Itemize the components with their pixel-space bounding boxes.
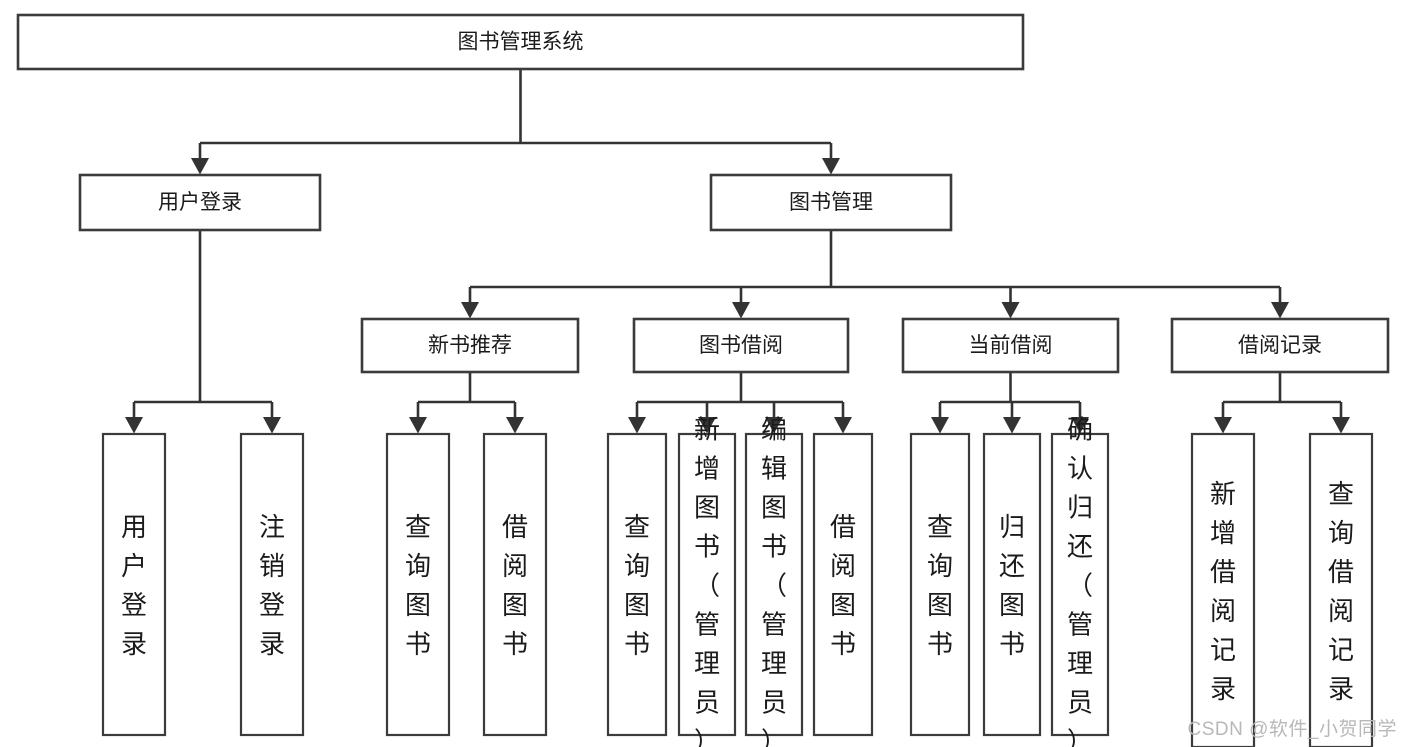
node-label: 归还图书 bbox=[999, 512, 1025, 659]
node-box bbox=[1308, 432, 1374, 747]
arrow-head-icon bbox=[931, 417, 949, 434]
arrow-head-icon bbox=[1332, 417, 1350, 434]
node-boxes-layer: 图书管理系统用户登录图书管理新书推荐图书借阅当前借阅借阅记录用户登录注销登录查询… bbox=[16, 13, 1390, 747]
node-leaf-add-book-admin[interactable]: 新增图书（管理员） bbox=[677, 415, 737, 747]
node-leaf-query-book-nbr[interactable]: 查询图书 bbox=[385, 432, 451, 737]
node-box bbox=[1050, 432, 1110, 737]
node-box bbox=[101, 432, 167, 737]
node-label: 查询图书 bbox=[624, 512, 650, 659]
node-box bbox=[982, 432, 1042, 737]
node-label: 注销登录 bbox=[259, 512, 285, 659]
arrow-head-icon bbox=[698, 417, 716, 434]
node-label: 图书管理系统 bbox=[458, 31, 584, 54]
arrow-head-icon bbox=[732, 302, 750, 319]
node-leaf-query-book-cb[interactable]: 查询图书 bbox=[909, 432, 971, 737]
node-leaf-query-borrow-record[interactable]: 查询借阅记录 bbox=[1308, 432, 1374, 747]
arrow-head-icon bbox=[1001, 302, 1020, 319]
arrow-head-icon bbox=[1214, 417, 1232, 434]
node-label: 当前借阅 bbox=[969, 334, 1053, 357]
node-box bbox=[606, 432, 668, 737]
node-label: 新书推荐 bbox=[428, 334, 512, 357]
node-box bbox=[812, 432, 874, 737]
node-box bbox=[709, 173, 953, 232]
node-leaf-borrow-book-nbr[interactable]: 借阅图书 bbox=[482, 432, 548, 737]
node-root[interactable]: 图书管理系统 bbox=[16, 13, 1025, 71]
node-leaf-edit-book-admin[interactable]: 编辑图书（管理员） bbox=[744, 415, 804, 747]
node-label: 查询图书 bbox=[927, 512, 953, 659]
node-label: 编辑图书（管理员） bbox=[761, 415, 787, 747]
node-new-book-recommend[interactable]: 新书推荐 bbox=[360, 317, 580, 374]
node-box bbox=[16, 13, 1025, 71]
node-box bbox=[744, 432, 804, 737]
node-label: 新增借阅记录 bbox=[1210, 479, 1236, 704]
node-leaf-return-book[interactable]: 归还图书 bbox=[982, 432, 1042, 737]
node-leaf-add-borrow-record[interactable]: 新增借阅记录 bbox=[1190, 432, 1256, 747]
node-leaf-user-login[interactable]: 用户登录 bbox=[101, 432, 167, 737]
node-label: 查询借阅记录 bbox=[1328, 479, 1354, 704]
arrow-head-icon bbox=[1071, 417, 1089, 434]
node-user-login[interactable]: 用户登录 bbox=[78, 173, 322, 232]
node-box bbox=[78, 173, 322, 232]
arrow-head-icon bbox=[263, 417, 281, 434]
arrow-head-icon bbox=[191, 158, 209, 175]
node-box bbox=[677, 432, 737, 737]
node-box bbox=[901, 317, 1120, 374]
node-current-borrow[interactable]: 当前借阅 bbox=[901, 317, 1120, 374]
node-label: 借阅记录 bbox=[1238, 334, 1322, 357]
node-box bbox=[1190, 432, 1256, 747]
node-box bbox=[909, 432, 971, 737]
node-leaf-confirm-return-admin[interactable]: 确认归还（管理员） bbox=[1050, 415, 1110, 747]
node-box bbox=[482, 432, 548, 737]
node-label: 确认归还（管理员） bbox=[1067, 415, 1093, 747]
arrow-head-icon bbox=[1003, 417, 1021, 434]
node-label: 图书管理 bbox=[789, 191, 873, 214]
node-box bbox=[1170, 317, 1390, 374]
arrow-head-icon bbox=[834, 417, 852, 434]
node-label: 新增图书（管理员） bbox=[694, 415, 720, 747]
node-label: 用户登录 bbox=[158, 191, 242, 214]
arrow-head-icon bbox=[125, 417, 143, 434]
node-borrow-records[interactable]: 借阅记录 bbox=[1170, 317, 1390, 374]
node-label: 图书借阅 bbox=[699, 334, 783, 357]
node-box bbox=[239, 432, 305, 737]
arrow-head-icon bbox=[506, 417, 524, 434]
node-label: 借阅图书 bbox=[830, 512, 856, 659]
node-label: 借阅图书 bbox=[502, 512, 528, 659]
node-leaf-query-book-bb[interactable]: 查询图书 bbox=[606, 432, 668, 737]
arrow-head-icon bbox=[822, 158, 840, 175]
node-label: 查询图书 bbox=[405, 512, 431, 659]
arrow-head-icon bbox=[765, 417, 783, 434]
arrow-head-icon bbox=[409, 417, 427, 434]
node-box bbox=[632, 317, 850, 374]
arrow-head-icon bbox=[461, 302, 479, 319]
node-box bbox=[385, 432, 451, 737]
node-book-borrow[interactable]: 图书借阅 bbox=[632, 317, 850, 374]
node-label: 用户登录 bbox=[121, 512, 147, 659]
node-leaf-borrow-book-bb[interactable]: 借阅图书 bbox=[812, 432, 874, 737]
node-book-management[interactable]: 图书管理 bbox=[709, 173, 953, 232]
connector-lines-layer bbox=[125, 69, 1350, 434]
node-leaf-logout[interactable]: 注销登录 bbox=[239, 432, 305, 737]
arrow-head-icon bbox=[628, 417, 646, 434]
node-box bbox=[360, 317, 580, 374]
arrow-head-icon bbox=[1271, 302, 1289, 319]
